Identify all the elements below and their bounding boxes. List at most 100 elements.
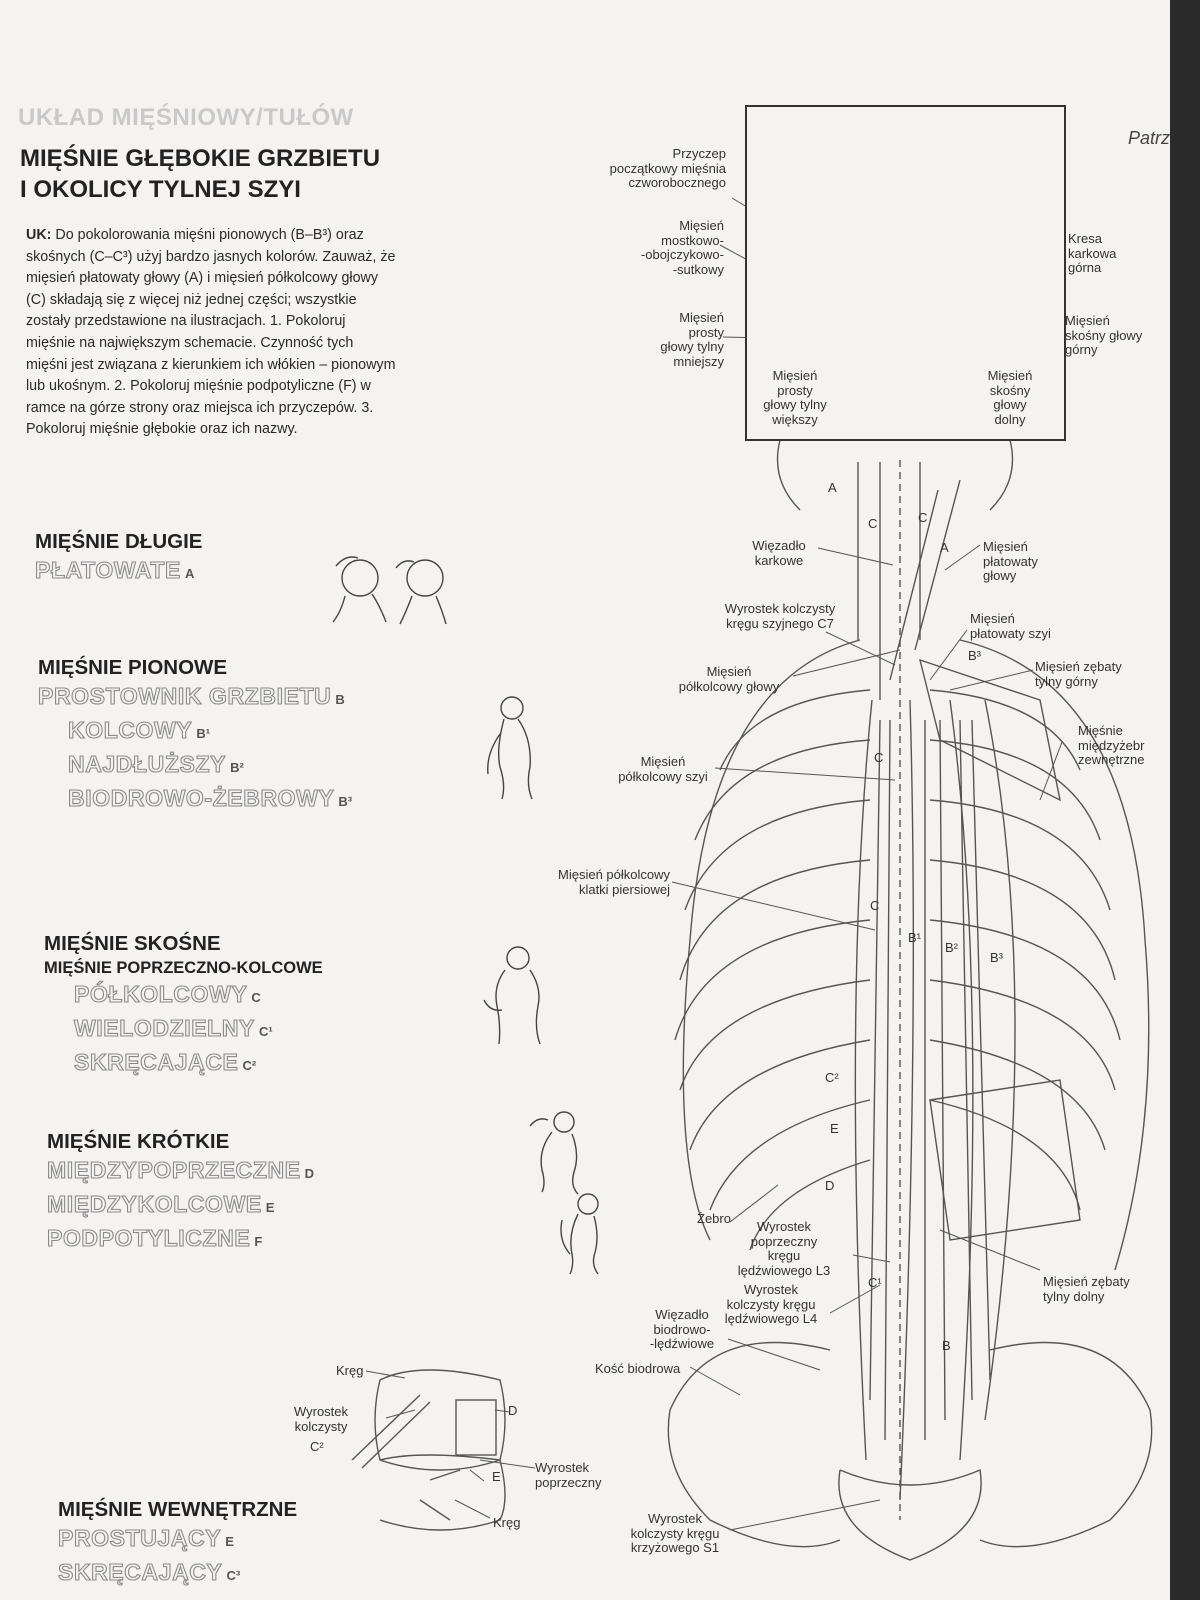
term-code: C¹ — [258, 1024, 273, 1039]
label-e: E — [492, 1469, 501, 1484]
term-label: SKRĘCAJĄCE — [73, 1048, 239, 1075]
vertebra-detail-illustration — [351, 1369, 506, 1531]
term-code: E — [225, 1534, 234, 1549]
label-iliolumbar-ligament: Więzadło biodrowo- -lędźwiowe — [649, 1307, 715, 1351]
term-label: PROSTOWNIK GRZBIETU — [37, 682, 332, 709]
label-external-intercostals: Mięśnie międzyżebr zewnętrzne — [1078, 723, 1145, 767]
instructions-label: UK: — [26, 227, 52, 243]
term-label: KOLCOWY — [67, 716, 193, 743]
label-semispinalis-cervicis: Mięsień półkolcowy szyi — [618, 754, 708, 784]
label-rectus-capitis-minor: Mięsień prosty głowy tylny mniejszy — [660, 310, 724, 369]
term-label: PŁATOWATE — [34, 556, 181, 583]
label-superior-nuchal-line: Kresa karkowa górna — [1068, 231, 1117, 275]
label-trapezius-origin: Przyczep początkowy mięśnia czworoboczne… — [609, 146, 726, 190]
section-heading: UKŁAD MIĘŚNIOWY/TUŁÓW — [18, 104, 354, 131]
term-code: F — [254, 1234, 263, 1249]
head-rotation-figure — [332, 556, 447, 625]
letter-C2: C² — [825, 1070, 839, 1085]
term-label: MIĘDZYPOPRZECZNE — [46, 1156, 301, 1183]
label-l3-transverse: Wyrostek poprzeczny kręgu lędźwiowego L3 — [737, 1219, 831, 1278]
atlas-page: 4 Patrz : UKŁAD MIĘŚNIOWY/TUŁÓW MIĘŚNIE … — [0, 0, 1170, 1600]
letter-D: D — [825, 1178, 834, 1193]
letter-B: B — [942, 1338, 951, 1353]
label-l4-spinous: Wyrostek kolczysty kręgu lędźwiowego L4 — [724, 1282, 818, 1326]
lateral-flexion-figure — [529, 1111, 579, 1195]
label-obliquus-capitis-superior: Mięsień skośny głowy górny — [1065, 313, 1143, 357]
term-code: C³ — [226, 1568, 241, 1583]
label-s1-spinous: Wyrostek kolczysty kręgu krzyżowego S1 — [630, 1511, 720, 1555]
letter-B1: B¹ — [908, 930, 922, 945]
term-code: B — [335, 692, 345, 707]
group-oblique-subheading: MIĘŚNIE POPRZECZNO-KOLCOWE — [44, 959, 323, 977]
term-label: NAJDŁUŻSZY — [67, 750, 227, 777]
label-rectus-capitis-major: Mięsień prosty głowy tylny większy — [763, 368, 827, 427]
letter-C-6: C — [870, 898, 879, 913]
term-code: C² — [242, 1058, 257, 1073]
term-code: B¹ — [196, 726, 211, 741]
letter-C-5: C — [874, 750, 883, 765]
letter-A-3: A — [940, 540, 949, 555]
term-label: PODPOTYLICZNE — [46, 1224, 251, 1251]
group-vertical-heading: MIĘŚNIE PIONOWE — [38, 656, 228, 679]
label-d: D — [508, 1403, 518, 1418]
title-line-2: I OKOLICY TYLNEJ SZYI — [20, 176, 301, 203]
label-c7-spinous: Wyrostek kolczysty kręgu szyjnego C7 — [724, 601, 836, 631]
trunk-rotation-figure — [483, 946, 541, 1045]
instructions: UK: Do pokolorowania mięśni pionowych (B… — [26, 225, 398, 441]
term-code: E — [265, 1200, 275, 1215]
label-serratus-posterior-inferior: Mięsień zębaty tylny dolny — [1043, 1274, 1130, 1304]
page-title: MIĘŚNIE GŁĘBOKIE GRZBIETU I OKOLICY TYLN… — [20, 143, 380, 205]
label-rib: Żebro — [697, 1211, 731, 1226]
group-oblique: MIĘŚNIE SKOŚNE MIĘŚNIE POPRZECZNO-KOLCOW… — [44, 930, 323, 1081]
group-long-heading: MIĘŚNIE DŁUGIE — [35, 530, 203, 553]
label-semispinalis-capitis: Mięsień półkolcowy głowy — [678, 664, 780, 694]
letter-B3-1: B³ — [968, 648, 982, 663]
label-obliquus-capitis-inferior: Mięsień skośny głowy dolny — [987, 368, 1033, 427]
term-label: PÓŁKOLCOWY — [73, 980, 248, 1007]
label-vertebra-bottom: Kręg — [493, 1515, 521, 1530]
term-code: B³ — [338, 794, 353, 809]
letter-C-3: C — [868, 516, 877, 531]
suboccipital-inset-frame — [745, 105, 1066, 441]
term-code: A — [184, 566, 195, 581]
term-label: PROSTUJĄCY — [57, 1524, 222, 1551]
term-label: WIELODZIELNY — [73, 1014, 255, 1041]
group-internal-heading: MIĘŚNIE WEWNĘTRZNE — [58, 1498, 298, 1521]
label-sternocleidomastoid: Mięsień mostkowo- -obojczykowo- -sutkowy — [640, 218, 724, 277]
label-transverse-process: Wyrostek poprzeczny — [535, 1460, 602, 1490]
label-ilium: Kość biodrowa — [595, 1361, 681, 1376]
letter-B3-2: B³ — [990, 950, 1004, 965]
letter-E: E — [830, 1121, 839, 1136]
group-oblique-heading: MIĘŚNIE SKOŚNE — [44, 932, 221, 955]
label-nuchal-ligament: Więzadło karkowe — [752, 538, 806, 568]
term-label: SKRĘCAJĄCY — [57, 1558, 223, 1585]
instructions-text: Do pokolorowania mięśni pionowych (B–B³)… — [26, 227, 396, 438]
label-splenius-cervicis: Mięsień płatowaty szyi — [970, 611, 1051, 641]
see-reference: Patrz : — [1128, 128, 1170, 148]
letter-A-4: A — [828, 480, 837, 495]
term-code: C — [251, 990, 261, 1005]
trunk-extension-figure — [487, 696, 533, 800]
label-vertebra-top: Kręg — [336, 1363, 364, 1378]
label-spinous-process: Wyrostek kolczysty — [293, 1404, 349, 1434]
label-semispinalis-thoracis: Mięsień półkolcowy klatki piersiowej — [558, 867, 670, 897]
label-serratus-posterior-superior: Mięsień zębaty tylny górny — [1035, 659, 1122, 689]
posture-figure — [560, 1193, 599, 1275]
term-code: D — [304, 1166, 315, 1181]
